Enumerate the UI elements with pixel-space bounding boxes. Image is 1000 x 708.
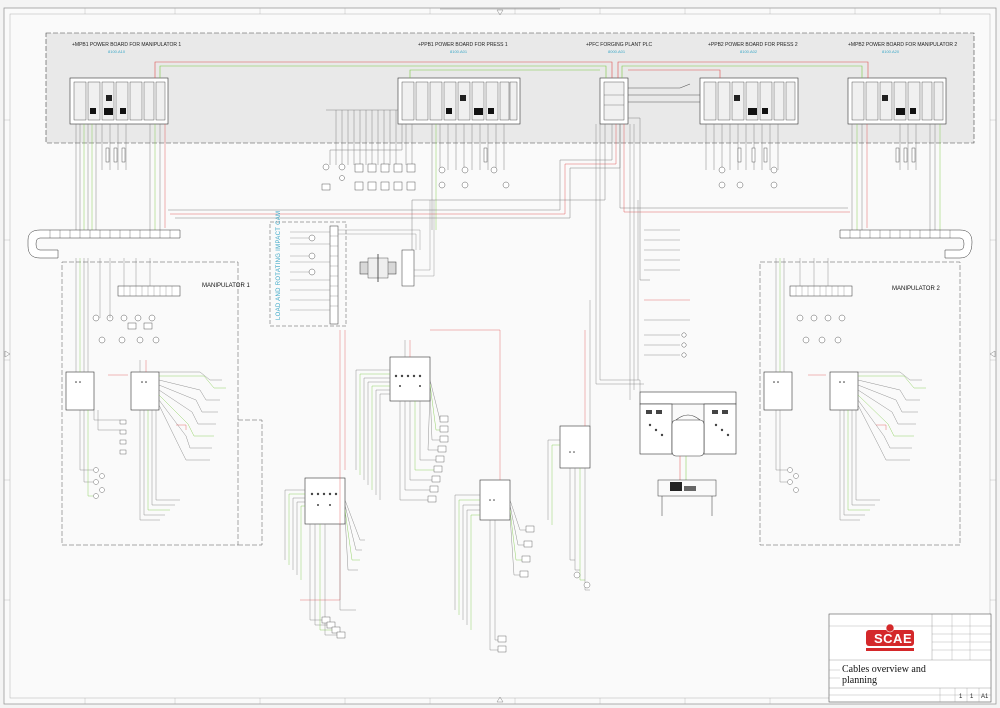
operator-control-desk — [639, 391, 737, 516]
local-panel-press-2 — [304, 477, 346, 525]
manipulator-2-label: MANIPULATOR 2 — [892, 286, 940, 292]
board-title-mpb2: +MPB2 POWER BOARD FOR MANIPULATOR 2 — [848, 42, 958, 48]
cabinet-ppb2 — [699, 77, 799, 125]
manipulator-2-wiring — [775, 258, 926, 521]
cable-chain-right — [839, 229, 973, 259]
sheet-count: 1 — [970, 694, 974, 700]
board-code-ppb1: 8100.A01 — [450, 49, 468, 54]
board-drop-cables — [75, 109, 941, 281]
panel-press-4 — [559, 425, 591, 469]
title-block — [828, 613, 992, 703]
inter-board-cables — [154, 61, 869, 103]
sheet-number: 1 — [959, 694, 963, 700]
board-title-pfc: +PFC FORGING PLANT PLC — [586, 42, 653, 48]
board-code-mpb1: 8100.A10 — [108, 49, 126, 54]
manipulator-1-wiring — [75, 258, 226, 521]
manipulator-1-label: MANIPULATOR 1 — [202, 283, 250, 289]
company-logo — [866, 623, 914, 651]
manipulator-2-area — [759, 261, 961, 546]
panel-press-3 — [479, 479, 511, 521]
load-cell-area — [269, 221, 347, 327]
load-cell-devices — [290, 200, 435, 325]
board-title-ppb1: +PPB1 POWER BOARD FOR PRESS 1 — [418, 42, 508, 48]
drawing-title-line-1: Cables overview and — [842, 664, 926, 675]
register-marks — [4, 8, 996, 703]
cabinet-ppb1 — [397, 77, 521, 125]
cabinet-mpb2 — [847, 77, 947, 125]
field-panel-wiring — [284, 300, 591, 651]
board-code-ppb2: 8100.A02 — [740, 49, 758, 54]
cabinet-pfc-plc — [599, 77, 629, 125]
manipulator-2-devices — [763, 285, 859, 493]
board-title-ppb2: +PPB2 POWER BOARD FOR PRESS 2 — [708, 42, 798, 48]
board-code-mpb2: 8100.A20 — [882, 49, 900, 54]
load-cell-label: LOAD AND ROTATING IMPACT CAM — [276, 210, 282, 320]
cable-chain-left — [27, 229, 181, 259]
logo-text: SCAE — [874, 631, 913, 646]
board-code-pfc: 8000.A01 — [608, 49, 626, 54]
cabinet-mpb1 — [69, 77, 169, 125]
inner-frame — [9, 13, 991, 699]
drawing-title-line-2: planning — [842, 675, 877, 686]
sheet-size: A1 — [981, 694, 989, 700]
field-devices-top — [105, 147, 916, 191]
status-lamps — [681, 332, 687, 358]
board-title-mpb1: +MPB1 POWER BOARD FOR MANIPULATOR 1 — [72, 42, 182, 48]
fan-end-connectors — [321, 415, 591, 653]
control-desk-feeders — [595, 124, 690, 400]
local-panel-press-1 — [389, 356, 431, 402]
manipulator-1-devices — [65, 285, 181, 499]
